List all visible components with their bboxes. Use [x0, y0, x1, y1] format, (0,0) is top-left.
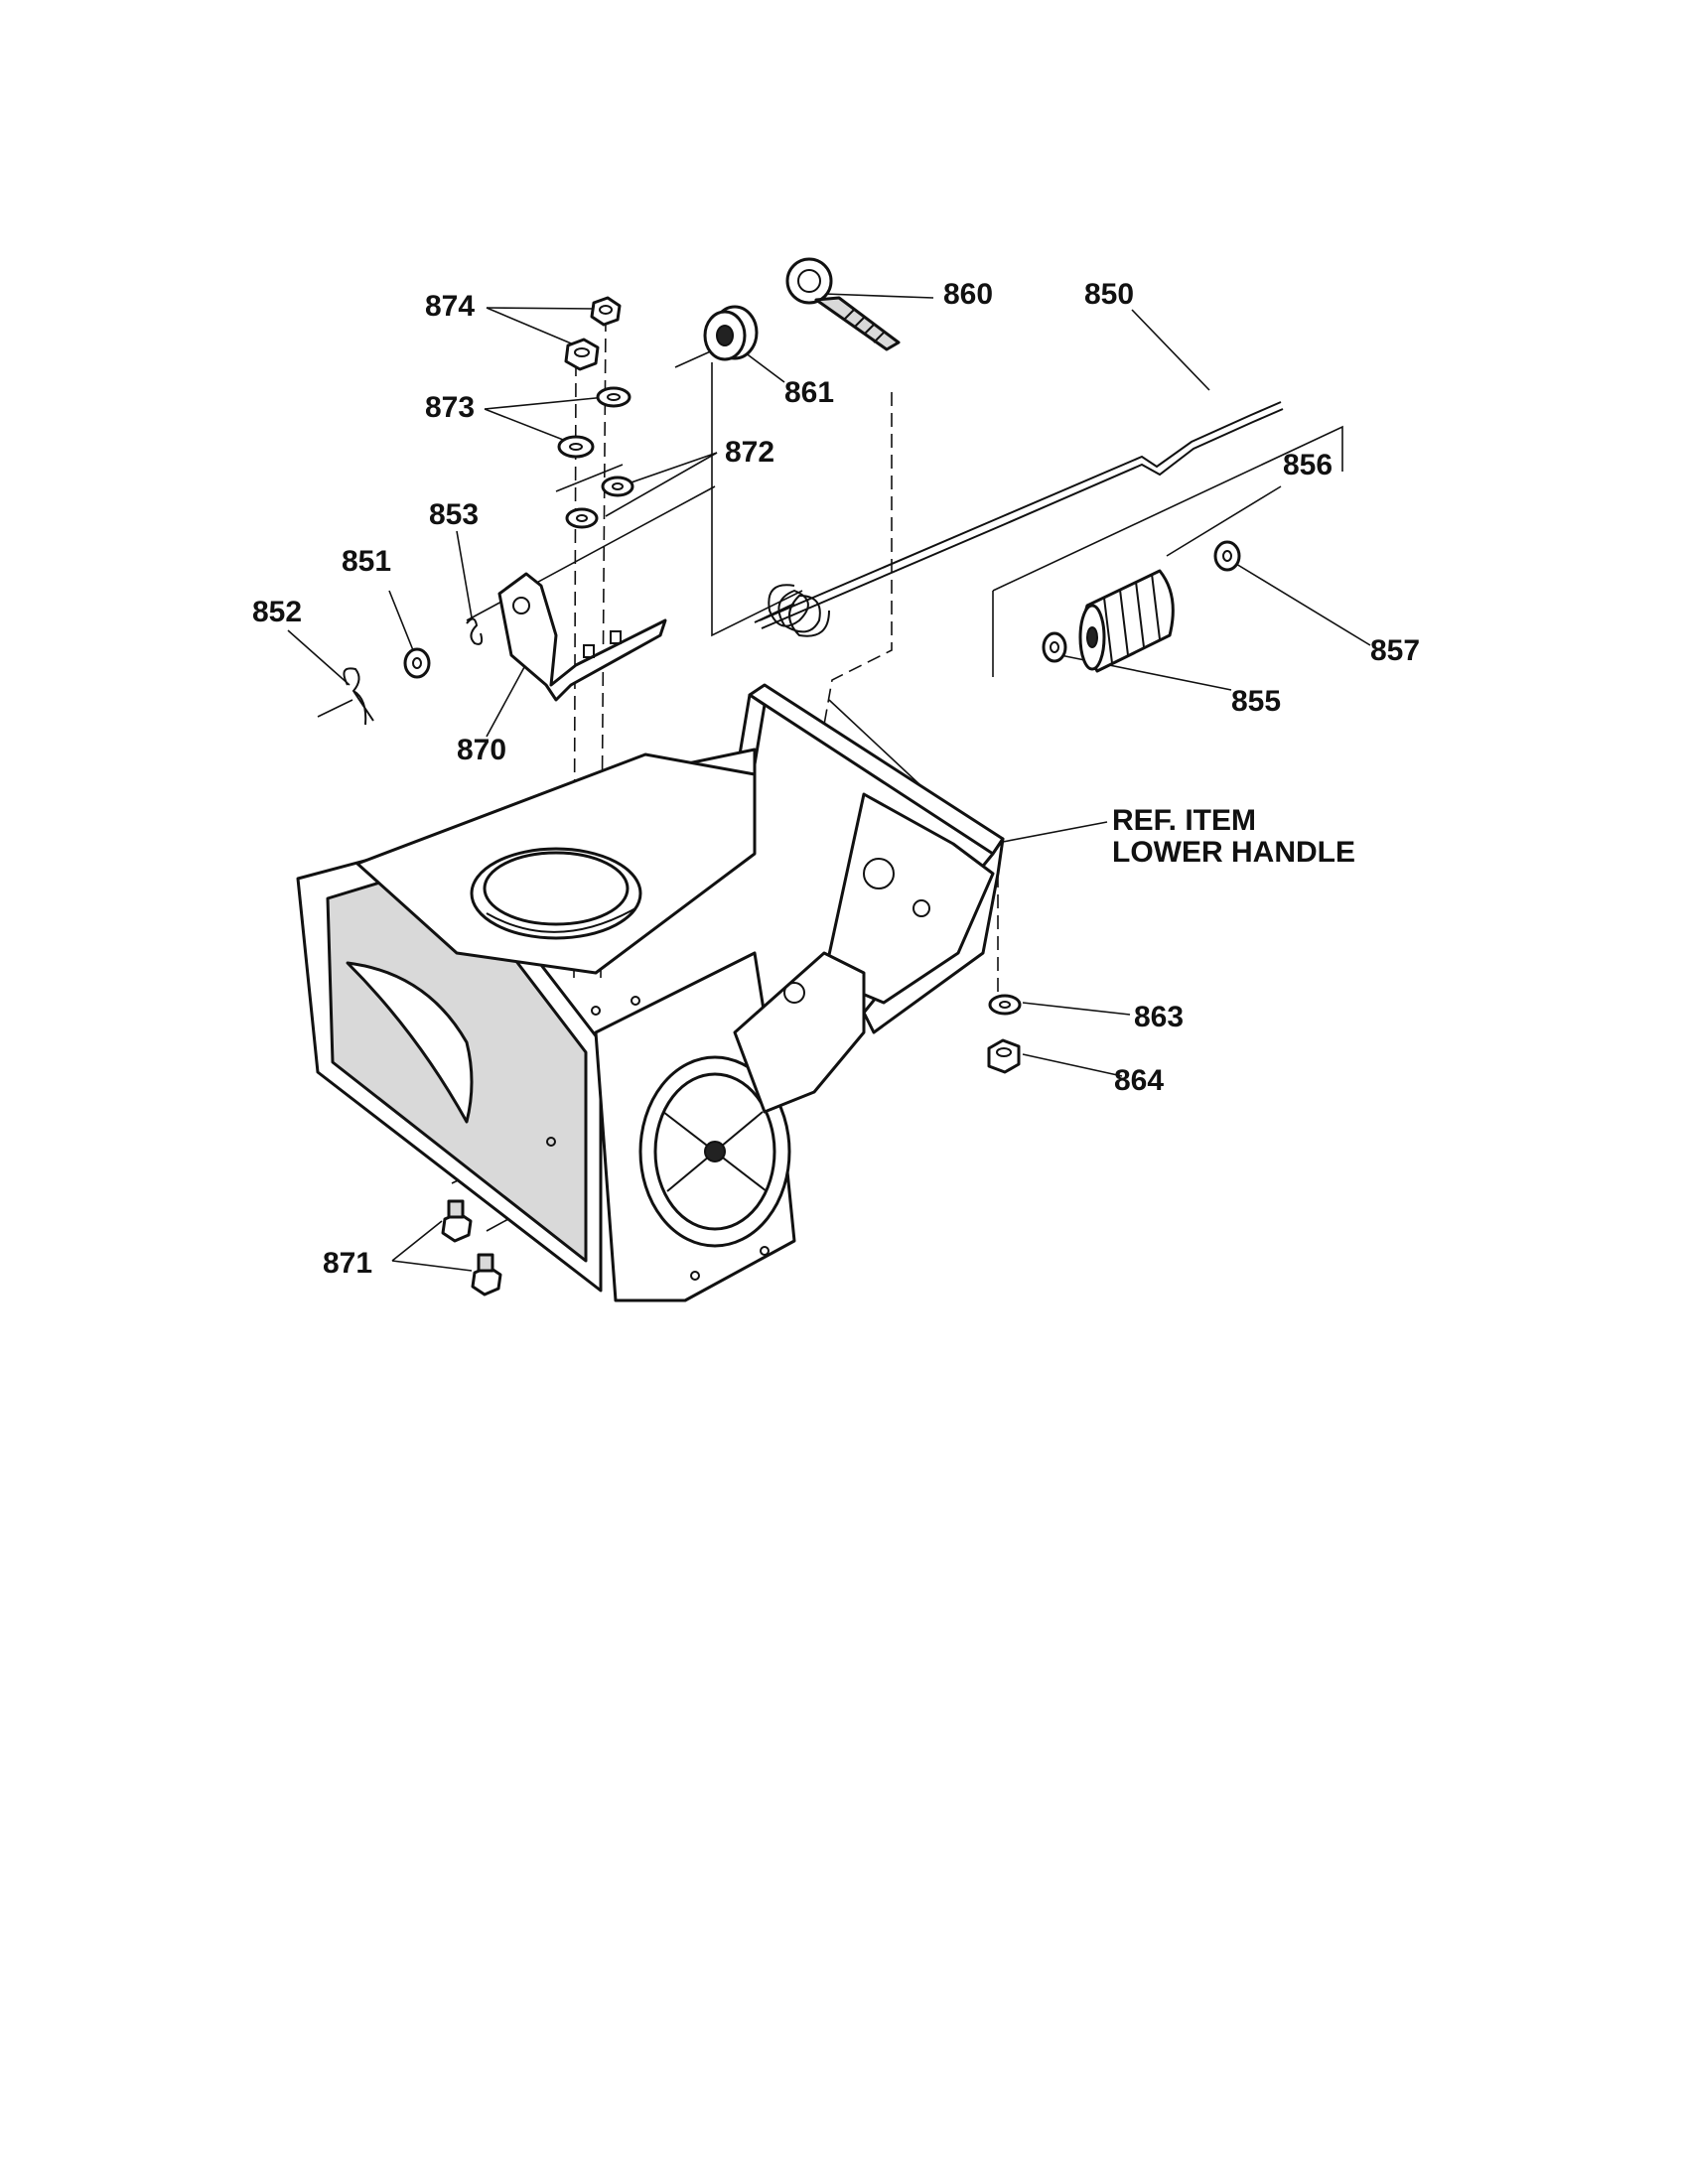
- callout-864: 864: [1114, 1064, 1164, 1097]
- callout-870: 870: [457, 734, 506, 766]
- bracket-870: [497, 572, 667, 702]
- eyebolt-860: [785, 257, 901, 351]
- nut-864: [987, 1038, 1021, 1074]
- callout-855: 855: [1231, 685, 1281, 718]
- ref-item-lower-handle-label: LOWER HANDLE: [1112, 836, 1355, 869]
- washer-873-a: [596, 386, 632, 408]
- callout-labels: 874 873 872 853 851 852 870 860 861 850 …: [252, 278, 1420, 1280]
- washer-855: [1042, 631, 1067, 663]
- rod-850: [754, 401, 1284, 637]
- pulley-861: [703, 305, 759, 361]
- bolt-871-a: [441, 1199, 473, 1243]
- ref-item-label: REF. ITEM: [1112, 804, 1256, 837]
- callout-860: 860: [943, 278, 993, 311]
- callout-851: 851: [342, 545, 391, 578]
- washer-863: [988, 994, 1022, 1016]
- callout-874: 874: [425, 290, 475, 323]
- callout-863: 863: [1134, 1001, 1184, 1033]
- callout-856: 856: [1283, 449, 1333, 481]
- washer-873-b: [557, 435, 595, 459]
- auger-housing: [296, 752, 866, 1302]
- washer-872-b: [565, 507, 599, 529]
- clip-853: [466, 617, 484, 645]
- callout-873: 873: [425, 391, 475, 424]
- callout-871: 871: [323, 1247, 372, 1280]
- washer-872-a: [601, 476, 634, 497]
- callout-872: 872: [725, 436, 774, 469]
- washer-857: [1213, 540, 1241, 572]
- callout-861: 861: [784, 376, 834, 409]
- callout-850: 850: [1084, 278, 1134, 311]
- washer-851: [403, 647, 431, 679]
- nut-874-upper: [590, 296, 622, 327]
- nut-874-lower: [564, 338, 600, 371]
- bolt-871-b: [471, 1253, 502, 1297]
- callout-853: 853: [429, 498, 479, 531]
- callout-857: 857: [1370, 634, 1420, 667]
- hairpin-852: [343, 667, 374, 726]
- spring-856: [1078, 569, 1175, 673]
- callout-852: 852: [252, 596, 302, 628]
